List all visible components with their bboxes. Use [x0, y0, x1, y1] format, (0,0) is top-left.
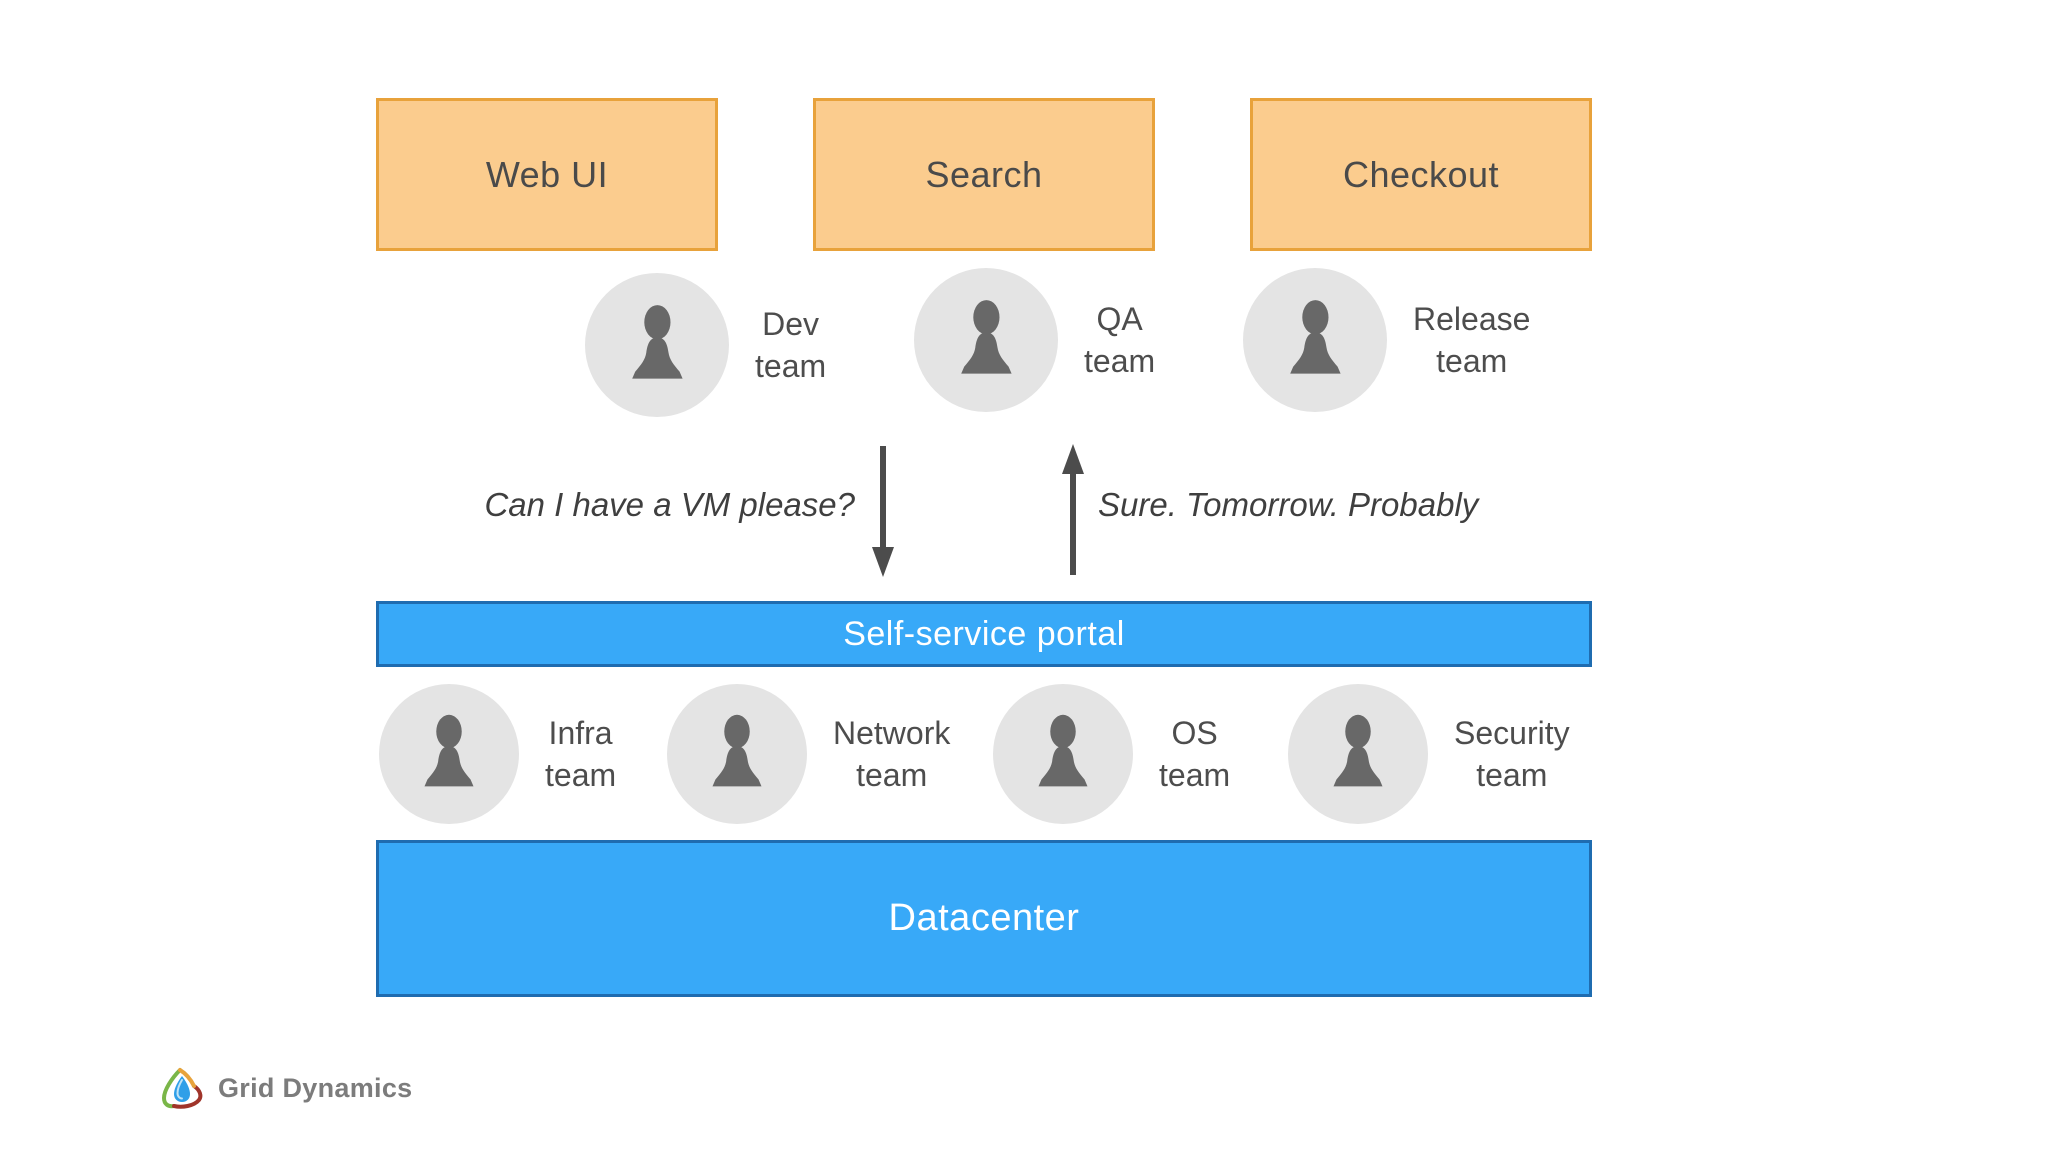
person-icon [667, 684, 807, 824]
team-group-qa: QA team [914, 268, 1155, 412]
team-group-dev: Dev team [585, 273, 826, 417]
team-label: QA team [1084, 300, 1156, 379]
team-label: OS team [1159, 714, 1231, 793]
team-label: Dev team [755, 305, 827, 384]
service-box-label: Web UI [485, 153, 609, 195]
person-icon [1243, 268, 1387, 412]
team-label: Release team [1413, 300, 1531, 379]
arrow-up-icon [1062, 444, 1084, 575]
grid-dynamics-logo-icon [161, 1068, 203, 1109]
portal-label: Self-service portal [843, 614, 1125, 653]
person-icon [993, 684, 1133, 824]
annotation-request: Can I have a VM please? [484, 486, 855, 523]
person-icon [379, 684, 519, 824]
arrow-down-icon [872, 446, 894, 577]
team-label: Infra team [545, 714, 617, 793]
annotation-response: Sure. Tomorrow. Probably [1098, 486, 1479, 523]
team-group-network: Network team [667, 684, 950, 824]
team-group-security: Security team [1288, 684, 1570, 824]
team-group-release: Release team [1243, 268, 1530, 412]
self-service-portal-bar: Self-service portal [376, 601, 1592, 667]
team-label: Network team [833, 714, 951, 793]
person-icon [1288, 684, 1428, 824]
datacenter-label: Datacenter [888, 897, 1080, 939]
datacenter-bar: Datacenter [376, 840, 1592, 997]
grid-dynamics-logo: Grid Dynamics [158, 1064, 412, 1112]
grid-dynamics-logo-text: Grid Dynamics [218, 1072, 413, 1103]
team-group-infra: Infra team [379, 684, 616, 824]
team-label: Security team [1454, 714, 1570, 793]
person-icon [914, 268, 1058, 412]
service-box-checkout: Checkout [1250, 98, 1592, 251]
service-box-search: Search [813, 98, 1155, 251]
service-box-label: Search [925, 153, 1043, 195]
service-box-label: Checkout [1342, 153, 1500, 195]
service-box-web-ui: Web UI [376, 98, 718, 251]
team-group-os: OS team [993, 684, 1230, 824]
person-icon [585, 273, 729, 417]
